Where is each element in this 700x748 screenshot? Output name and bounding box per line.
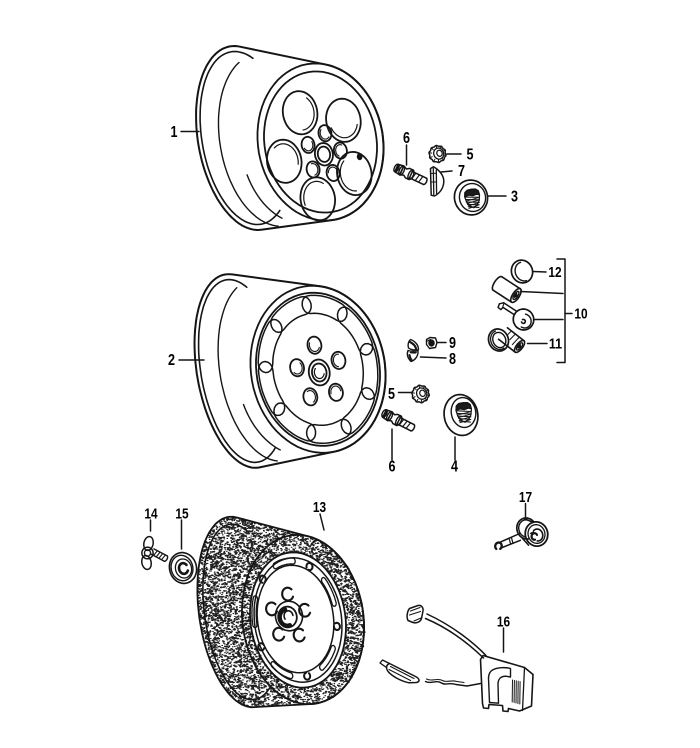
svg-text:3: 3	[511, 189, 518, 206]
svg-text:1: 1	[171, 124, 178, 141]
svg-text:7: 7	[458, 163, 465, 180]
svg-text:4: 4	[451, 459, 458, 476]
svg-text:5: 5	[467, 147, 474, 164]
svg-text:8: 8	[449, 351, 456, 368]
svg-text:12: 12	[548, 265, 561, 281]
svg-text:17: 17	[519, 490, 532, 506]
svg-text:11: 11	[549, 337, 562, 353]
svg-text:5: 5	[388, 386, 395, 403]
svg-text:15: 15	[175, 507, 188, 523]
svg-text:10: 10	[574, 307, 587, 323]
svg-text:16: 16	[497, 615, 510, 631]
svg-text:6: 6	[389, 459, 396, 476]
svg-text:2: 2	[168, 352, 175, 369]
svg-text:9: 9	[449, 335, 456, 352]
svg-text:13: 13	[313, 500, 326, 516]
svg-text:14: 14	[144, 507, 157, 523]
svg-text:6: 6	[403, 130, 410, 147]
